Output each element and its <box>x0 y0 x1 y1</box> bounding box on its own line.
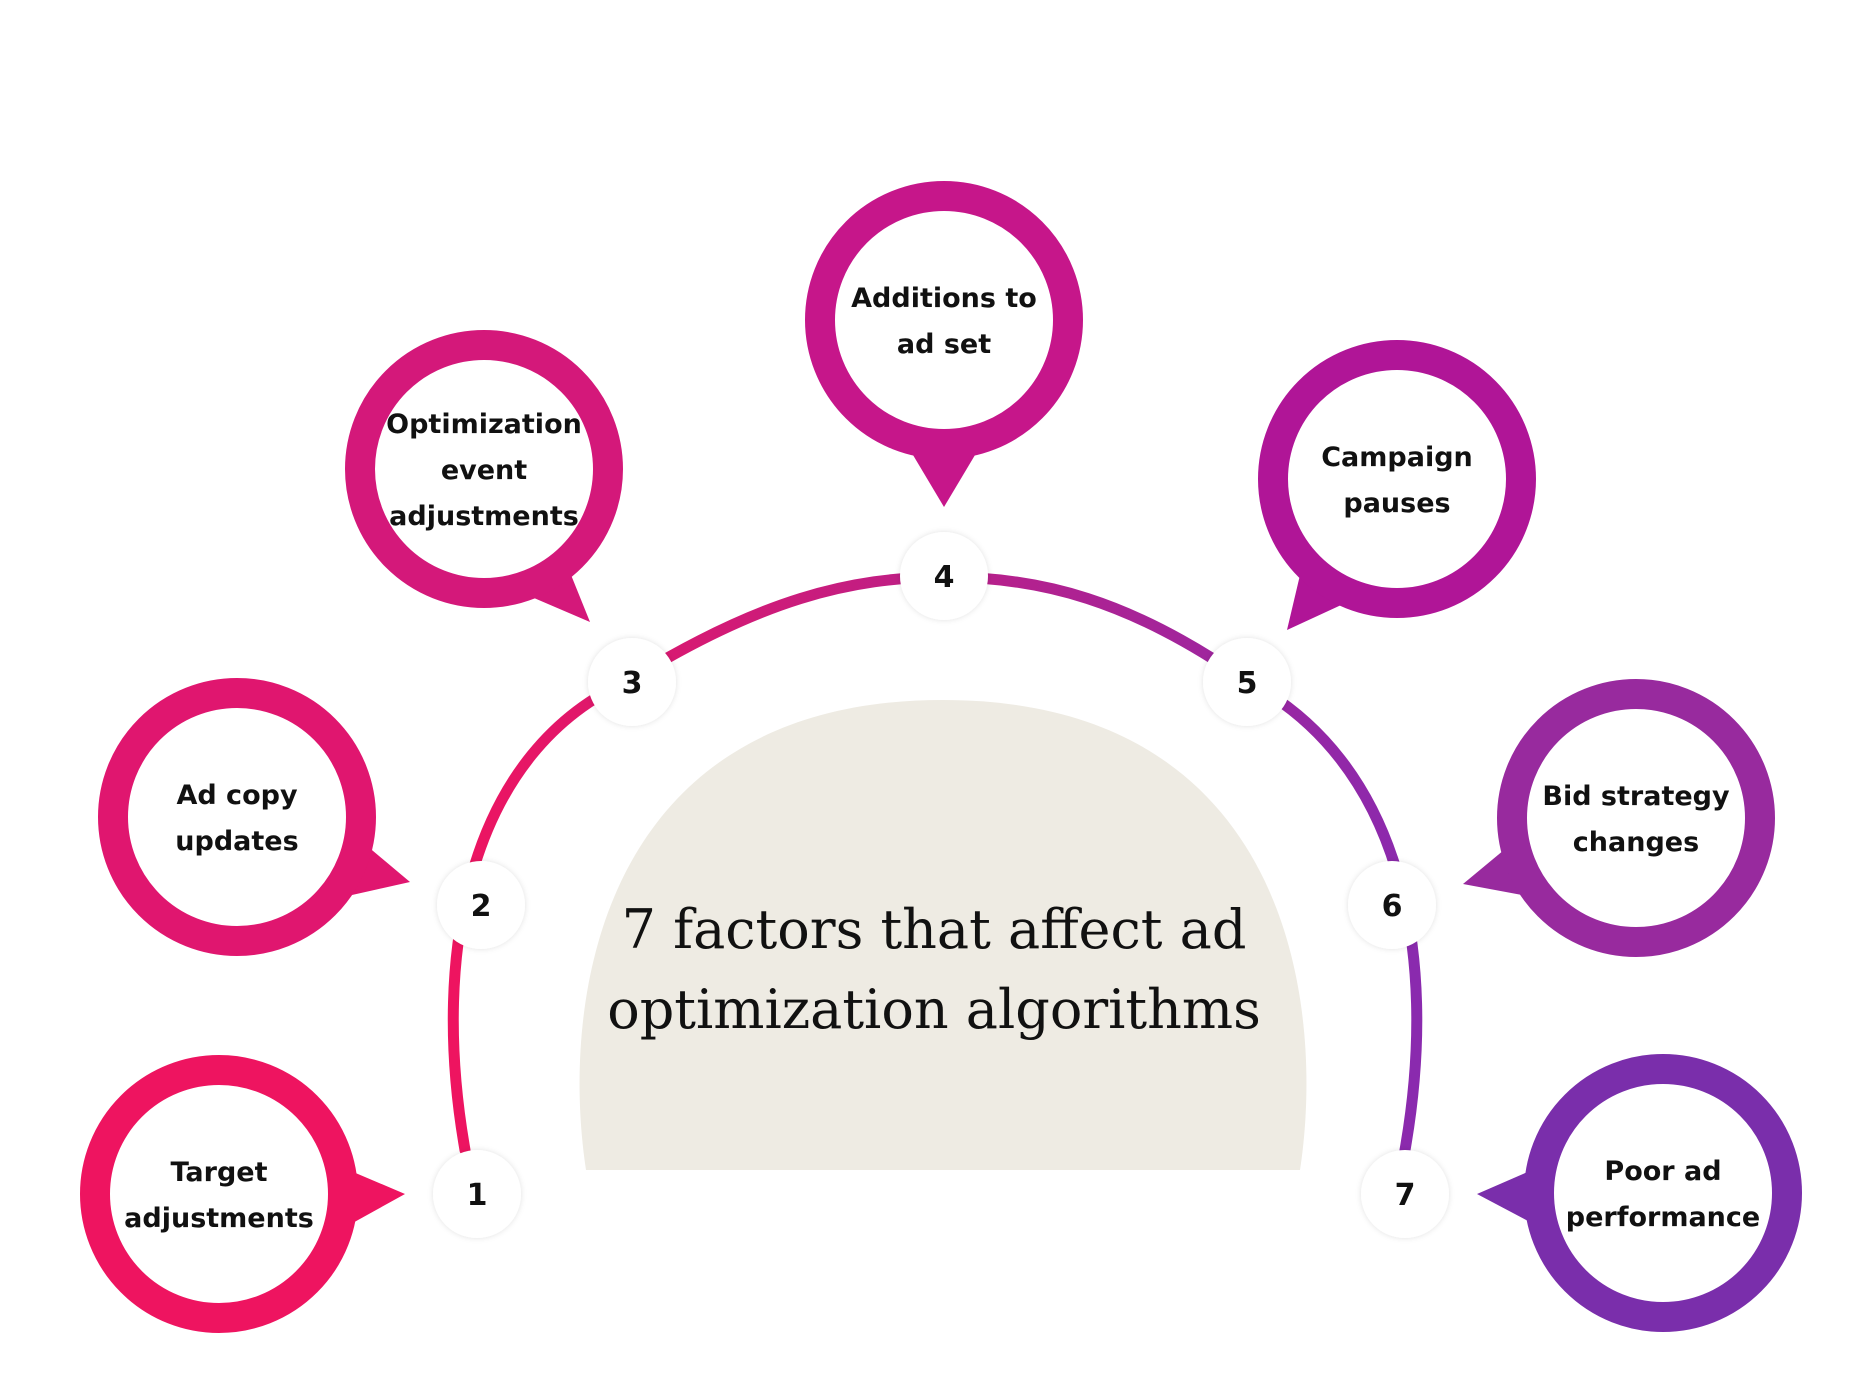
factor-7-label-line-1: Poor ad <box>1604 1156 1721 1187</box>
bubble-pointer-5 <box>1287 575 1352 630</box>
factor-number-3: 3 <box>622 666 643 701</box>
title-line-2: optimization algorithms <box>607 978 1261 1041</box>
title-line-1: 7 factors that affect ad <box>622 898 1247 961</box>
factor-bubble-7: Poor ad performance <box>1477 1054 1802 1332</box>
factor-node-1: 1 <box>433 1150 521 1238</box>
factor-number-2: 2 <box>471 889 492 924</box>
factor-2-label-line-1: Ad copy <box>176 780 298 811</box>
bubble-ring-1 <box>80 1055 358 1333</box>
factor-5-label-line-2: pauses <box>1343 488 1450 519</box>
node-circle-3 <box>588 638 676 726</box>
bubble-ring-6 <box>1497 679 1775 957</box>
factor-6-label-line-1: Bid strategy <box>1542 781 1730 812</box>
bubble-ring-7 <box>1524 1054 1802 1332</box>
factor-3-label-line-1: Optimization <box>386 409 582 440</box>
factor-6-label-line-2: changes <box>1573 827 1699 858</box>
factor-bubble-1: Target adjustments <box>80 1055 405 1333</box>
bubble-ring-4 <box>805 181 1083 459</box>
factor-bubble-4: Additions to ad set <box>805 181 1083 507</box>
bubble-pointer-4 <box>910 450 978 507</box>
factor-7-label-line-2: performance <box>1566 1202 1760 1233</box>
factor-number-6: 6 <box>1382 889 1403 924</box>
factor-bubble-6: Bid strategy changes <box>1463 679 1775 957</box>
bubble-ring-3 <box>345 330 623 608</box>
factor-bubble-3: Optimization event adjustments <box>345 330 623 622</box>
factor-1-label-line-2: adjustments <box>124 1203 314 1234</box>
node-circle-7 <box>1361 1150 1449 1238</box>
factor-node-4: 4 <box>900 532 988 620</box>
factor-bubbles: Target adjustments Ad copy updates Optimizat… <box>80 181 1802 1333</box>
factor-number-5: 5 <box>1237 666 1258 701</box>
factor-1-label-line-1: Target <box>170 1157 267 1188</box>
factor-4-label-line-1: Additions to <box>851 283 1037 314</box>
node-circle-4 <box>900 532 988 620</box>
factor-number-1: 1 <box>467 1178 488 1213</box>
factor-node-2: 2 <box>437 861 525 949</box>
node-circle-6 <box>1348 861 1436 949</box>
factor-3-label-line-2: event <box>441 455 527 486</box>
factor-node-6: 6 <box>1348 861 1436 949</box>
factor-2-label-line-2: updates <box>175 826 298 857</box>
factor-node-3: 3 <box>588 638 676 726</box>
factor-bubble-5: Campaign pauses <box>1258 340 1536 630</box>
bubble-ring-5 <box>1258 340 1536 618</box>
factor-number-4: 4 <box>934 560 955 595</box>
bubble-ring-2 <box>98 678 376 956</box>
factor-number-7: 7 <box>1395 1178 1416 1213</box>
factor-5-label-line-1: Campaign <box>1321 442 1473 473</box>
node-circle-1 <box>433 1150 521 1238</box>
factor-bubble-2: Ad copy updates <box>98 678 410 956</box>
factor-node-5: 5 <box>1203 638 1291 726</box>
factor-node-7: 7 <box>1361 1150 1449 1238</box>
factor-number-nodes: 1 2 3 4 5 6 7 <box>433 532 1449 1238</box>
factor-4-label-line-2: ad set <box>897 329 991 360</box>
node-circle-2 <box>437 861 525 949</box>
center-dome-fill <box>579 700 1307 1170</box>
factor-3-label-line-3: adjustments <box>389 501 579 532</box>
node-circle-5 <box>1203 638 1291 726</box>
bubble-pointer-3 <box>520 560 590 622</box>
